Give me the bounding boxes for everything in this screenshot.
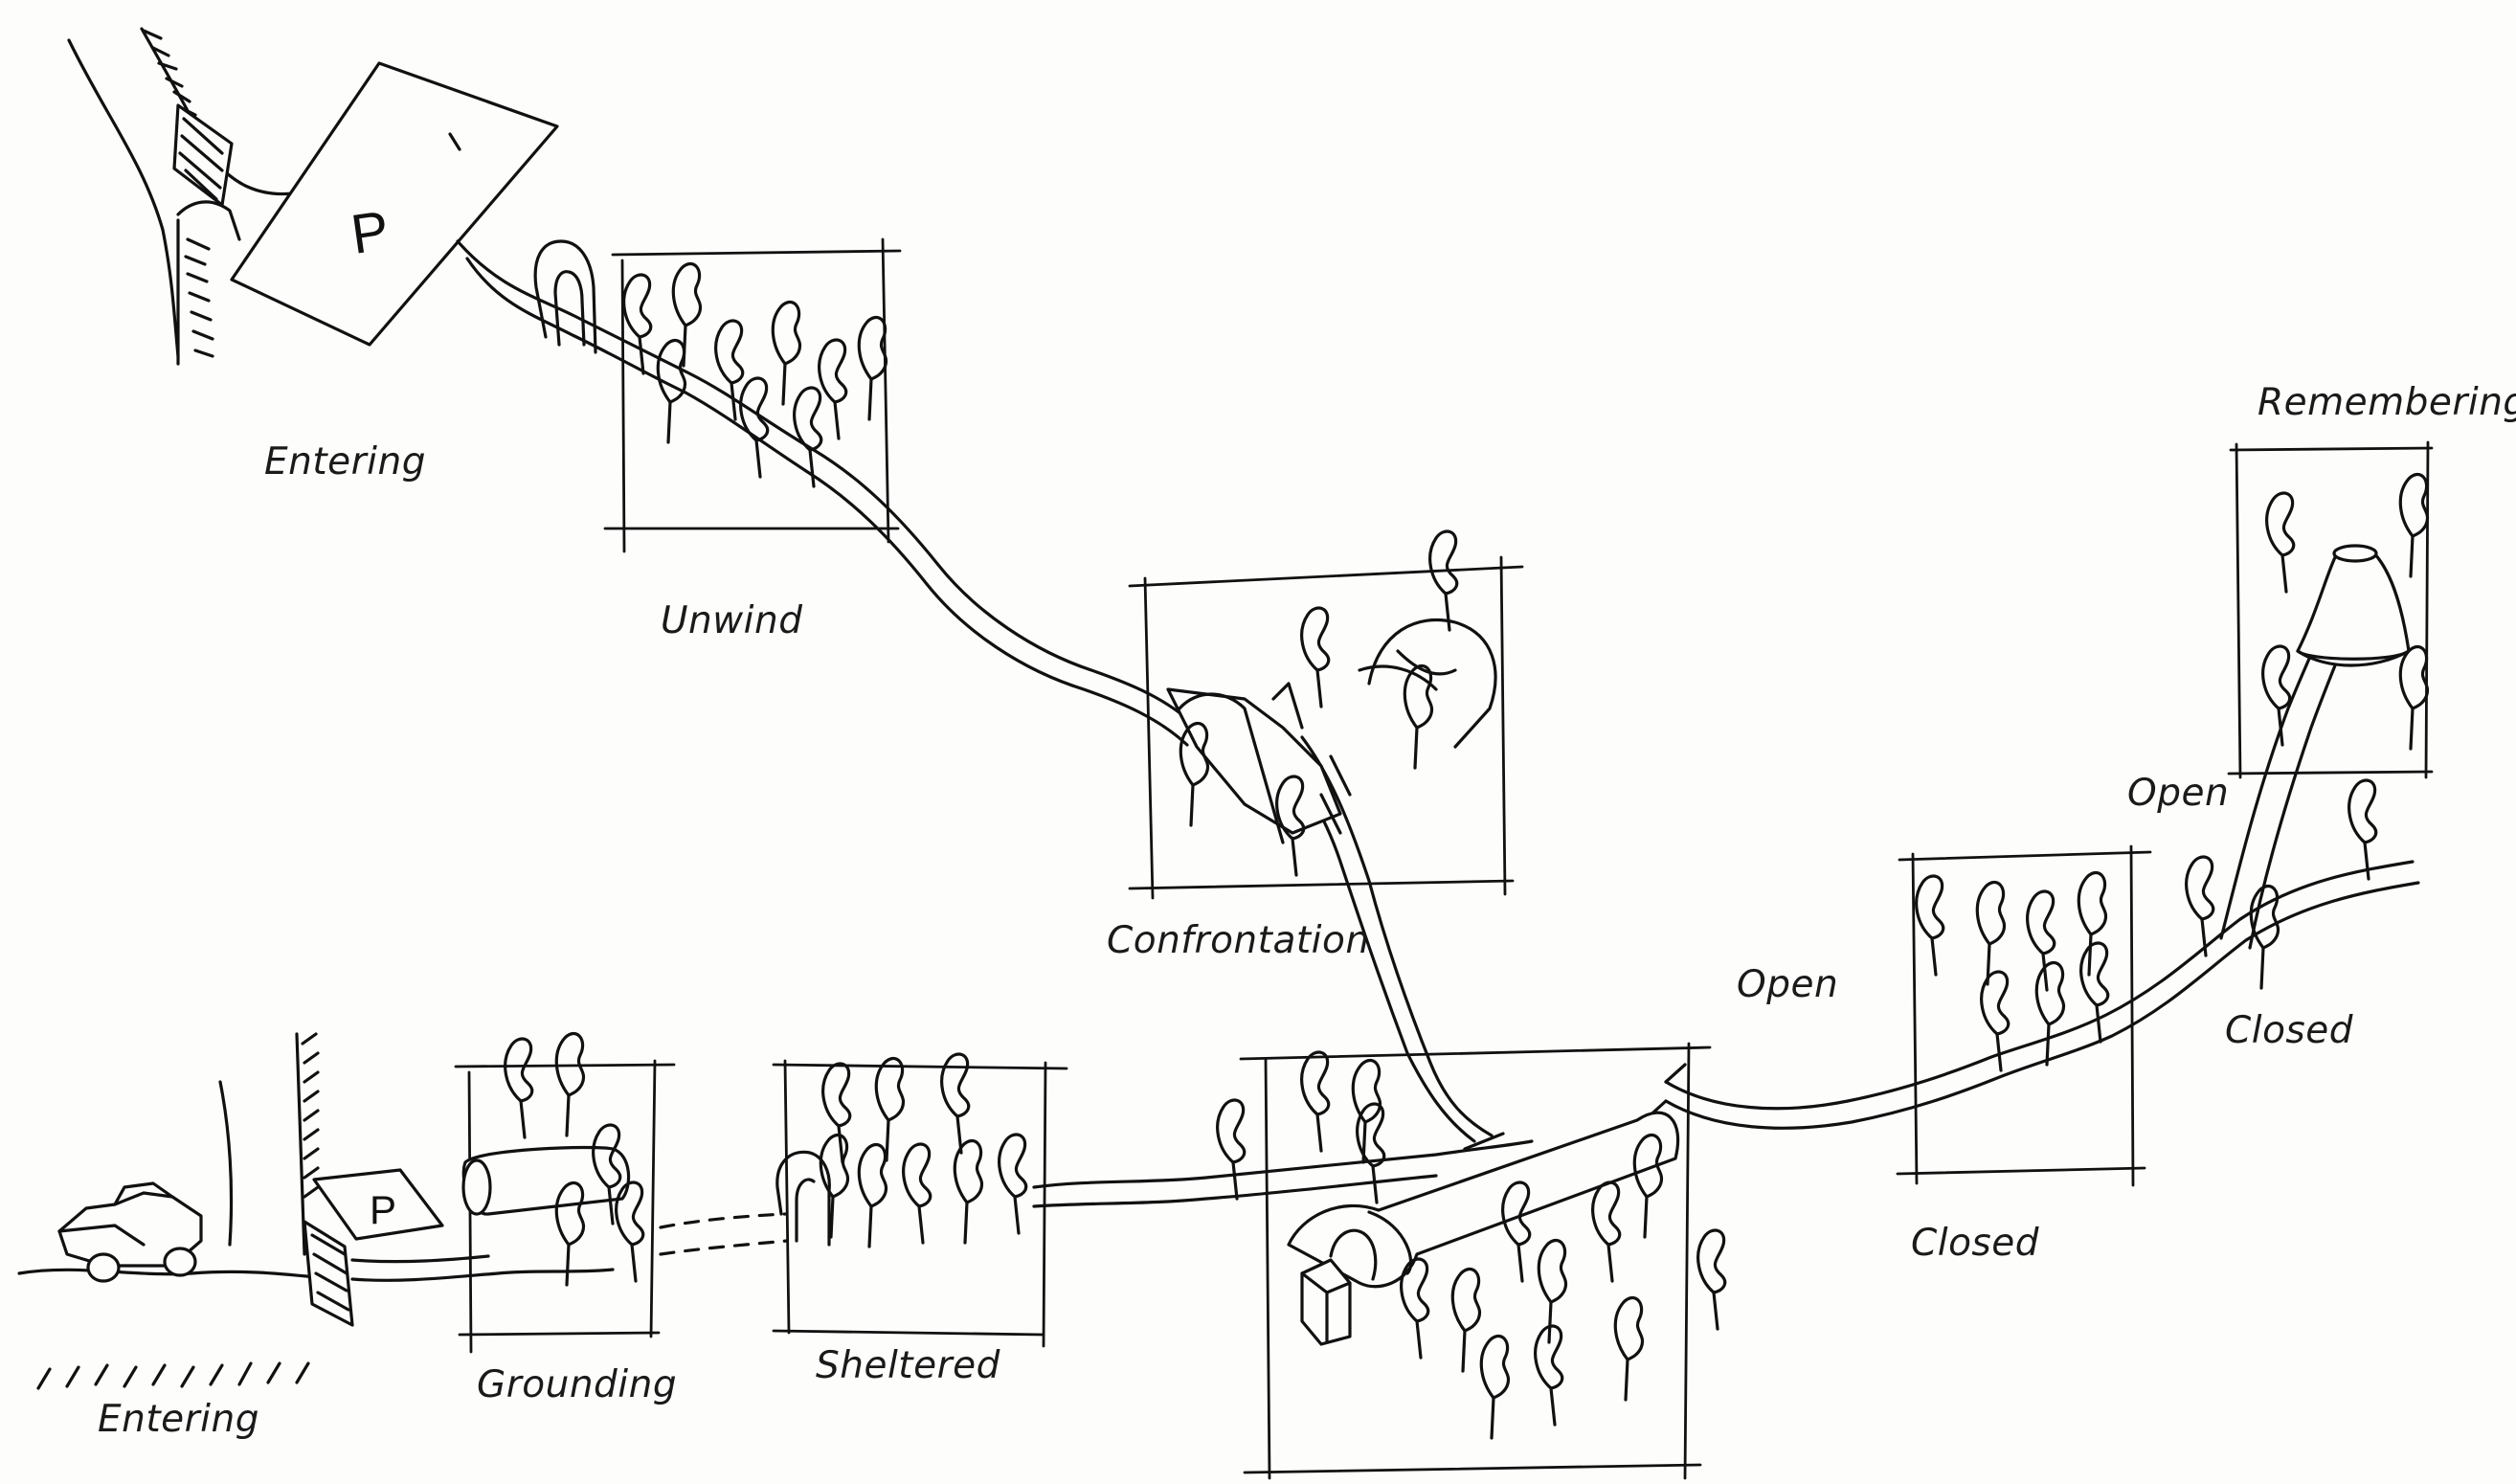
grounding-frame	[456, 1033, 674, 1352]
label-open-lower: Open	[1737, 963, 1838, 1006]
tunnel-frame	[1241, 1044, 1710, 1478]
label-grounding: Grounding	[477, 1363, 677, 1406]
label-sheltered: Sheltered	[816, 1344, 1000, 1387]
label-open-upper: Open	[2127, 772, 2229, 815]
label-confrontation: Confrontation	[1107, 919, 1370, 962]
top-trail	[458, 241, 1492, 1141]
remembering-frame	[2187, 442, 2432, 988]
label-closed-right: Closed	[2225, 1009, 2353, 1052]
car-icon	[59, 1183, 201, 1281]
label-unwind: Unwind	[661, 599, 802, 642]
sheltered-frame	[774, 1054, 1067, 1346]
unwind-frame	[605, 239, 900, 551]
label-entering-top: Entering	[264, 440, 426, 483]
entering-top-scene	[69, 29, 306, 364]
label-closed-lower: Closed	[1911, 1222, 2039, 1265]
parking-sign-bottom-letter: P	[370, 1187, 396, 1232]
label-remembering: Remembering	[2258, 381, 2516, 424]
confrontation-frame	[1130, 531, 1522, 898]
closed-open-frame	[1898, 846, 2150, 1185]
arch-top	[535, 241, 595, 352]
label-entering-bottom: Entering	[98, 1398, 259, 1441]
